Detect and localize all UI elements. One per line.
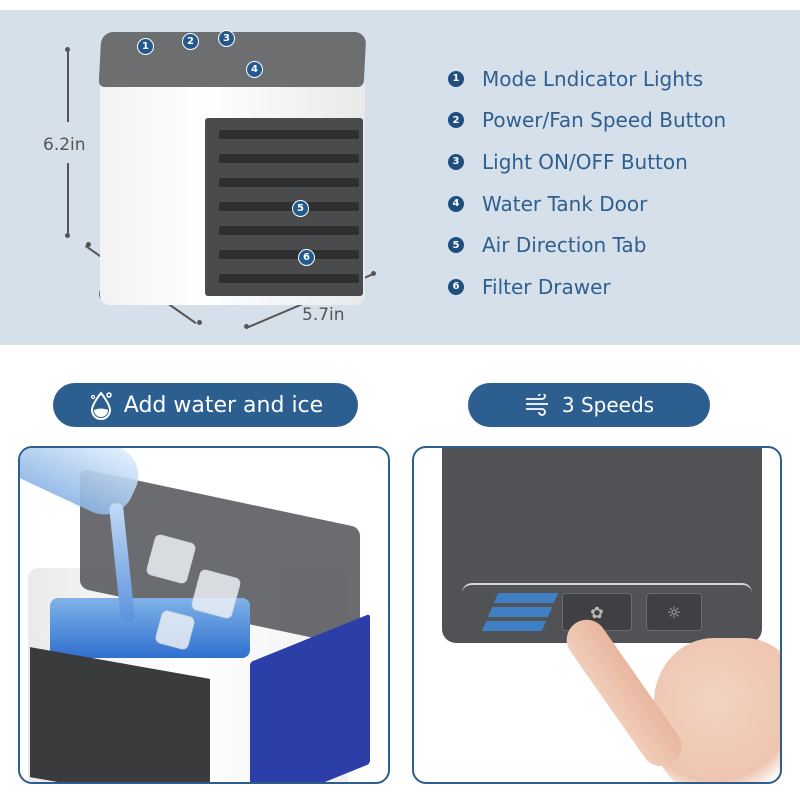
height-label: 6.2in	[43, 135, 86, 155]
dimension-dot	[371, 271, 376, 276]
feature-label: Add water and ice	[123, 392, 324, 418]
legend-item: 1 Mode Lndicator Lights	[448, 58, 726, 100]
legend-item: 2 Power/Fan Speed Button	[448, 100, 726, 142]
width-label: 5.7in	[302, 305, 345, 325]
light-bulb-icon: ☼	[666, 602, 682, 622]
height-dimension-line	[67, 50, 69, 122]
feature-pill-add-water: Add water and ice	[53, 383, 358, 427]
fan-icon: ✿	[590, 602, 604, 622]
callout-badge-5: 5	[292, 200, 309, 217]
dimension-dot	[244, 324, 249, 329]
dimension-dot	[65, 47, 70, 52]
legend-label: Mode Lndicator Lights	[482, 66, 704, 91]
legend-item: 4 Water Tank Door	[448, 183, 726, 225]
legend-label: Filter Drawer	[482, 274, 611, 299]
callout-badge-4: 4	[246, 61, 263, 78]
legend-label: Water Tank Door	[482, 191, 648, 216]
legend-label: Light ON/OFF Button	[482, 149, 688, 174]
callout-badge-3: 3	[218, 30, 235, 47]
speed-indicator-bar-low	[481, 621, 547, 631]
parts-legend: 1 Mode Lndicator Lights 2 Power/Fan Spee…	[448, 58, 726, 308]
speed-control-photo-panel: ✿ ☼	[412, 446, 782, 784]
legend-item: 3 Light ON/OFF Button	[448, 141, 726, 183]
feature-label: 3 Speeds	[561, 393, 655, 417]
control-strip	[462, 583, 752, 641]
callout-badge-1: 1	[137, 38, 154, 55]
air-outlet-grille	[205, 118, 363, 296]
legend-item: 6 Filter Drawer	[448, 266, 726, 308]
legend-number-badge: 3	[448, 153, 464, 170]
dimension-dot	[65, 233, 70, 238]
wind-icon	[525, 394, 548, 416]
dimension-dot	[197, 320, 202, 325]
dimension-dot	[86, 242, 91, 247]
legend-number-badge: 6	[448, 278, 464, 295]
callout-badge-6: 6	[298, 249, 315, 266]
feature-pill-speeds: 3 Speeds	[468, 383, 710, 427]
legend-number-badge: 1	[448, 70, 464, 87]
legend-label: Air Direction Tab	[482, 233, 647, 258]
legend-item: 5 Air Direction Tab	[448, 224, 726, 266]
legend-number-badge: 5	[448, 237, 464, 254]
light-button[interactable]: ☼	[646, 593, 702, 631]
legend-label: Power/Fan Speed Button	[482, 108, 727, 133]
legend-number-badge: 2	[448, 112, 464, 129]
height-dimension-line	[67, 163, 69, 236]
water-drop-icon	[90, 391, 112, 420]
legend-number-badge: 4	[448, 195, 464, 212]
speed-indicator-bar-mid	[487, 607, 553, 617]
callout-badge-2: 2	[182, 33, 199, 50]
speed-indicator-bar-high	[493, 593, 559, 603]
add-water-photo-panel	[18, 446, 390, 784]
